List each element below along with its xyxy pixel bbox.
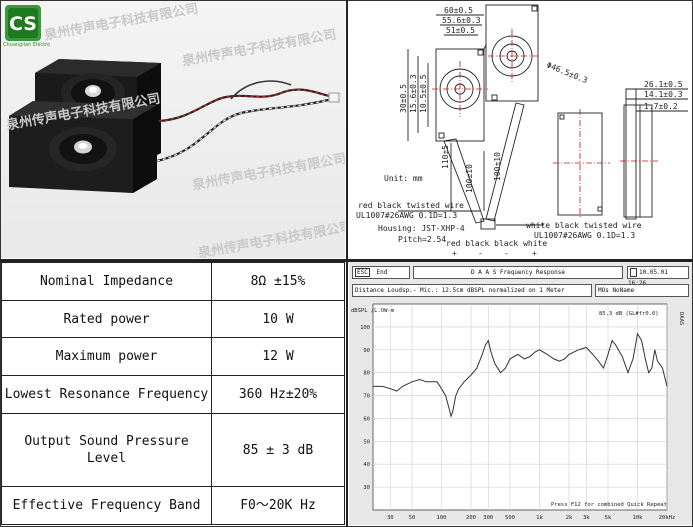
dimension-drawing: 60±0.5 55.6±0.3 51±0.5 30±0.5 15.6±0.3 1… — [356, 4, 688, 258]
response-curve — [373, 332, 668, 418]
spec-value: 8Ω ±15% — [211, 262, 345, 301]
y-tick-label: 30 — [363, 485, 370, 491]
table-row: Lowest Resonance Frequency 360 Hz±20% — [1, 375, 345, 414]
logo-caption: Chuanglian Electro — [3, 42, 51, 48]
dim-depth-26-1: 26.1±0.5 — [644, 80, 683, 89]
y-tick-label: 70 — [363, 394, 370, 400]
dim-diameter: Φ46.5±0.3 — [545, 61, 589, 86]
spec-value: 85 ± 3 dB — [211, 412, 345, 488]
table-row: Output Sound Pressure Level 85 ± 3 dB — [1, 412, 345, 488]
spec-label: Maximum power — [1, 337, 212, 377]
wire-left-label: red black twisted wire — [358, 201, 464, 210]
pin-mark: + — [532, 249, 537, 258]
side-label: DAAS — [678, 312, 684, 325]
spec-value: 10 W — [211, 299, 345, 339]
esc-key: ESC — [355, 268, 370, 277]
spec-table: Nominal Impedance 8Ω ±15% Rated power 10… — [1, 262, 345, 525]
x-tick-label: 2k — [566, 515, 573, 521]
y-tick-label: 100 — [360, 325, 370, 331]
x-tick-label: 500 — [505, 515, 515, 521]
frequency-response-panel: ESC End D A A S Frequency Response 10.05… — [349, 262, 692, 525]
table-row: Nominal Impedance 8Ω ±15% — [1, 262, 345, 301]
logo-letters: CS — [9, 13, 37, 35]
x-tick-label: 5k — [605, 515, 612, 521]
spec-label: Lowest Resonance Frequency — [1, 375, 212, 414]
wire-left-spec: UL1007#26AWG 0.1D=1.3 — [356, 211, 457, 220]
plot-area — [372, 303, 668, 511]
graph-title: D A A S Frequency Response — [413, 266, 623, 279]
panel-divider-vertical — [346, 0, 348, 527]
dim-depth-14-1: 14.1±0.3 — [644, 90, 683, 99]
wire-right-label: white black twisted wire — [526, 221, 642, 230]
clock-icon — [630, 268, 637, 277]
y-tick-label: 40 — [363, 462, 370, 468]
wire-length-a: 110±5 — [441, 145, 450, 169]
spec-value: 360 Hz±20% — [211, 375, 345, 414]
dim-width-55-6: 55.6±0.3 — [442, 16, 481, 25]
pin-mark: - — [478, 249, 483, 258]
table-row: Maximum power 12 W — [1, 337, 345, 377]
y-tick-label: 60 — [363, 416, 370, 422]
spec-label: Effective Frequency Band — [1, 486, 212, 525]
spec-value: 12 W — [211, 337, 345, 377]
x-tick-label: 30 — [387, 515, 394, 521]
panel-divider-horizontal — [0, 259, 693, 262]
x-tick-label: 200 — [466, 515, 476, 521]
spec-label: Nominal Impedance — [1, 262, 212, 301]
dim-width-60: 60±0.5 — [444, 6, 473, 15]
pin-mark: - — [504, 249, 509, 258]
esc-label: End — [376, 269, 388, 276]
dim-depth-1-7: 1.7±0.2 — [644, 102, 678, 111]
logo-icon: CS — [5, 5, 41, 41]
x-tick-label: 300 — [483, 515, 493, 521]
dim-width-51: 51±0.5 — [446, 26, 475, 35]
y-tick-label: 90 — [363, 348, 370, 354]
dim-height-10-5: 10.5±0.5 — [419, 74, 428, 113]
x-tick-label: 50 — [409, 515, 416, 521]
speaker-photo — [9, 59, 340, 193]
x-tick-label: 3k — [583, 515, 590, 521]
y-tick-label: 80 — [363, 371, 370, 377]
spec-label: Rated power — [1, 299, 212, 339]
housing-label: Housing: JST-XHP-4 — [378, 224, 465, 233]
graph-mode: MOs NoName — [595, 284, 689, 297]
dim-height-15-6: 15.6±0.3 — [409, 74, 418, 113]
wire-length-c: 100±10 — [493, 152, 502, 181]
table-row: Rated power 10 W — [1, 299, 345, 339]
wire-right-spec: UL1007#26AWG 0.1D=1.3 — [534, 231, 635, 240]
product-photo-panel: CS Chuanglian Electro 泉州传声电子科技有限公司 泉州传声电… — [1, 1, 345, 258]
graph-readout: 85.3 dB (GL#fr0.0) — [599, 311, 659, 317]
wire-order-label: red black black white — [446, 239, 547, 248]
y-tick-label: 50 — [363, 439, 370, 445]
technical-drawing-panel: 60±0.5 55.6±0.3 51±0.5 30±0.5 15.6±0.3 1… — [348, 1, 692, 258]
unit-label: Unit: mm — [384, 174, 423, 183]
esc-end-button[interactable]: ESC End — [352, 266, 410, 279]
x-tick-label: 100 — [437, 515, 447, 521]
table-row: Effective Frequency Band F0～20K Hz — [1, 486, 345, 525]
x-tick-label: 1k — [536, 515, 543, 521]
y-unit-label: dBSPL /L.OW-m — [351, 308, 395, 314]
x-tick-label: 20kHz — [659, 515, 676, 521]
wire-length-b: 100±10 — [465, 164, 474, 193]
pin-mark: + — [452, 249, 457, 258]
spec-label: Output Sound Pressure Level — [1, 412, 212, 488]
x-tick-label: 10k — [633, 515, 644, 521]
frequency-response-chart: 100 90 80 70 60 50 40 30 30 50 100 200 300 500 1k 2k 3k… — [351, 303, 684, 521]
dim-height-30: 30±0.5 — [399, 84, 408, 113]
pitch-label: Pitch=2.54 — [398, 235, 446, 244]
graph-date: 10.05.01 16:26 — [627, 266, 689, 287]
spec-value: F0～20K Hz — [211, 486, 345, 525]
graph-footer: Press F12 for combined Quick Repeat — [551, 502, 667, 508]
graph-subtitle: Distance Loudsp.- Mic.: 12.5cm dBSPL nor… — [352, 284, 592, 297]
